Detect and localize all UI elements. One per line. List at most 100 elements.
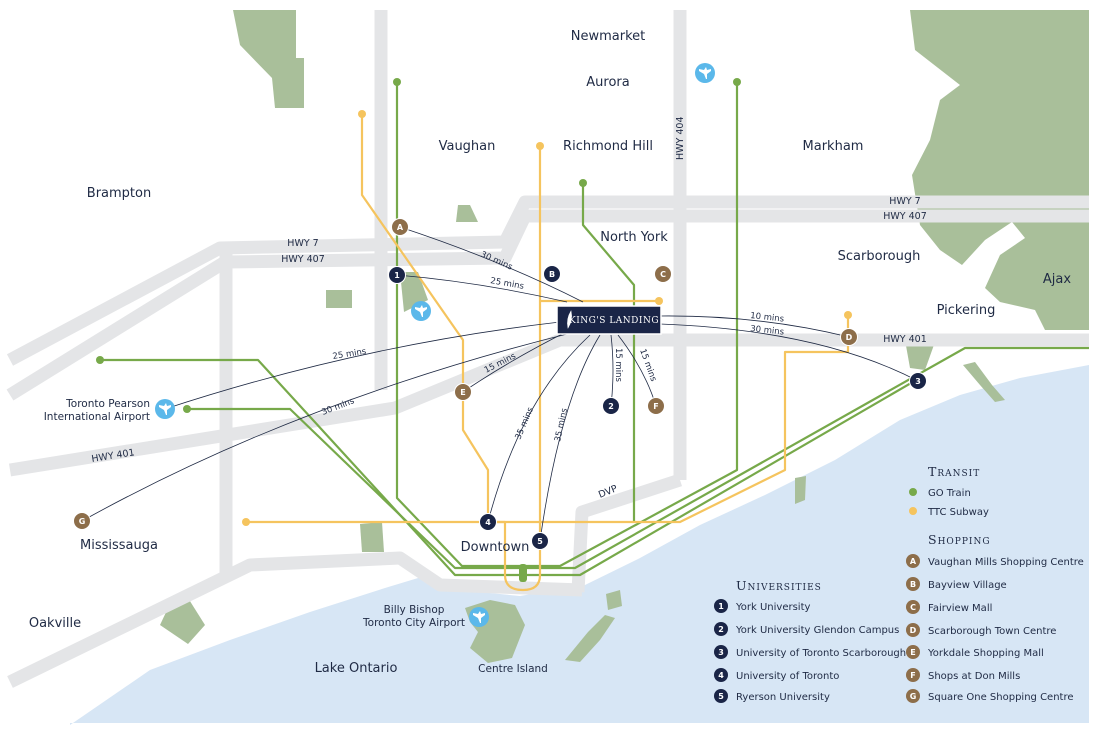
- place-scarborough: Scarborough: [838, 249, 921, 264]
- road-gardiner: [7, 551, 583, 688]
- legend-shopping-row: F Shops at Don Mills: [906, 668, 1020, 682]
- route-to-D: [659, 315, 850, 338]
- hwy7-east-label: HWY 7: [889, 196, 920, 207]
- place-newmarket: Newmarket: [571, 29, 646, 44]
- feather-logo-icon: [567, 310, 572, 329]
- union-station: [519, 564, 527, 582]
- place-mississauga: Mississauga: [80, 538, 158, 553]
- place-billy-bishop-line2: Toronto City Airport: [362, 617, 465, 629]
- tommy-thompson-park: [565, 615, 615, 662]
- legend-shopping-label: Vaughan Mills Shopping Centre: [928, 557, 1084, 568]
- university-marker-3[interactable]: 3: [909, 372, 927, 390]
- route-to-5: [539, 334, 601, 542]
- go-line-richmond-hill: [581, 183, 636, 522]
- go-station-barrie: [393, 78, 401, 86]
- legend-shopping-key: F: [910, 671, 915, 680]
- university-marker-2[interactable]: 2: [602, 397, 620, 415]
- place-pickering: Pickering: [937, 303, 996, 318]
- go-line-barrie: [395, 82, 522, 568]
- route-label-3: 30 mins: [750, 324, 785, 338]
- shopping-marker-E-label: E: [460, 388, 465, 397]
- shopping-marker-B[interactable]: B: [543, 265, 561, 283]
- route-label-F: 15 mins: [637, 348, 658, 384]
- university-marker-1-label: 1: [394, 271, 400, 280]
- road-hwy401: [8, 333, 1089, 477]
- hwy7-west-label: HWY 7: [287, 238, 318, 249]
- go-train-swatch: [909, 488, 917, 496]
- route-label-pearson: 25 mins: [332, 347, 368, 362]
- legend-shopping-label: Square One Shopping Centre: [928, 692, 1074, 703]
- kings-landing-badge[interactable]: KING'S LANDING: [556, 305, 662, 335]
- go-station-stouffville: [733, 78, 741, 86]
- subway-terminus-finch: [536, 142, 544, 150]
- shopping-markers: A B C D E F G: [73, 218, 858, 530]
- legend-shopping-key: D: [910, 626, 917, 635]
- legend-university-label: York University Glendon Campus: [735, 625, 899, 636]
- place-pearson-line1: Toronto Pearson: [65, 398, 150, 410]
- legend-shopping-label: Shops at Don Mills: [928, 671, 1020, 682]
- hwy407-east-label: HWY 407: [883, 211, 927, 222]
- place-ajax: Ajax: [1043, 272, 1071, 287]
- airport-icon: [411, 301, 431, 321]
- ttc-subway-swatch: [909, 507, 917, 515]
- shopping-marker-C[interactable]: C: [654, 265, 672, 283]
- green-park-8: [606, 590, 622, 610]
- brand-name: KING'S LANDING: [569, 316, 659, 326]
- legend-university-key: 2: [718, 625, 724, 634]
- shopping-marker-G[interactable]: G: [73, 512, 91, 530]
- legend-shopping-key: A: [910, 557, 917, 566]
- legend-shopping-label: Yorkdale Shopping Mall: [927, 648, 1044, 659]
- legend-shopping-title: Shopping: [928, 532, 991, 547]
- green-scarborough-bluff: [905, 340, 935, 370]
- legend-shopping-label: Scarborough Town Centre: [928, 626, 1056, 637]
- place-brampton: Brampton: [87, 186, 151, 201]
- subway-terminus-vaughan: [358, 110, 366, 118]
- place-oakville: Oakville: [29, 616, 81, 631]
- route-to-A: [399, 226, 584, 303]
- legend-transit: Transit GO Train TTC Subway: [909, 464, 989, 518]
- legend-university-key: 1: [718, 602, 724, 611]
- road-hwy407: [6, 209, 1089, 401]
- university-marker-1[interactable]: 1: [388, 266, 406, 284]
- place-centre-island: Centre Island: [478, 663, 548, 675]
- legend-university-key: 4: [718, 671, 724, 680]
- shopping-marker-F[interactable]: F: [647, 397, 665, 415]
- route-to-pearson: [164, 321, 561, 410]
- shopping-marker-G-label: G: [79, 517, 86, 526]
- legend-item-go-train: GO Train: [928, 488, 971, 499]
- shopping-marker-E[interactable]: E: [454, 383, 472, 401]
- place-vaughan: Vaughan: [439, 139, 496, 154]
- go-line-lakeshore-a: [525, 378, 919, 577]
- university-marker-4[interactable]: 4: [479, 513, 497, 531]
- route-to-3: [659, 323, 919, 382]
- route-to-4: [487, 334, 591, 523]
- place-downtown: Downtown: [461, 540, 530, 555]
- shopping-marker-A[interactable]: A: [391, 218, 409, 236]
- subway-terminus-kipling: [242, 518, 250, 526]
- airport-icon: [695, 63, 715, 83]
- shopping-marker-B-label: B: [549, 270, 555, 279]
- go-line-kitchener-b: [187, 407, 525, 570]
- airport-markers: [155, 63, 715, 627]
- legend-university-key: 3: [718, 648, 724, 657]
- university-marker-2-label: 2: [608, 402, 614, 411]
- go-station-pearson: [183, 405, 191, 413]
- legend-transit-title: Transit: [928, 464, 980, 479]
- route-label-D: 10 mins: [750, 311, 785, 325]
- legend-shopping-row: A Vaughan Mills Shopping Centre: [906, 554, 1084, 568]
- place-richmond-hill: Richmond Hill: [563, 139, 653, 154]
- green-park-6: [360, 522, 384, 552]
- legend-university-row: 2 York University Glendon Campus: [714, 622, 899, 636]
- shopping-marker-D[interactable]: D: [840, 328, 858, 346]
- university-marker-5[interactable]: 5: [531, 532, 549, 550]
- green-park-5: [795, 476, 806, 504]
